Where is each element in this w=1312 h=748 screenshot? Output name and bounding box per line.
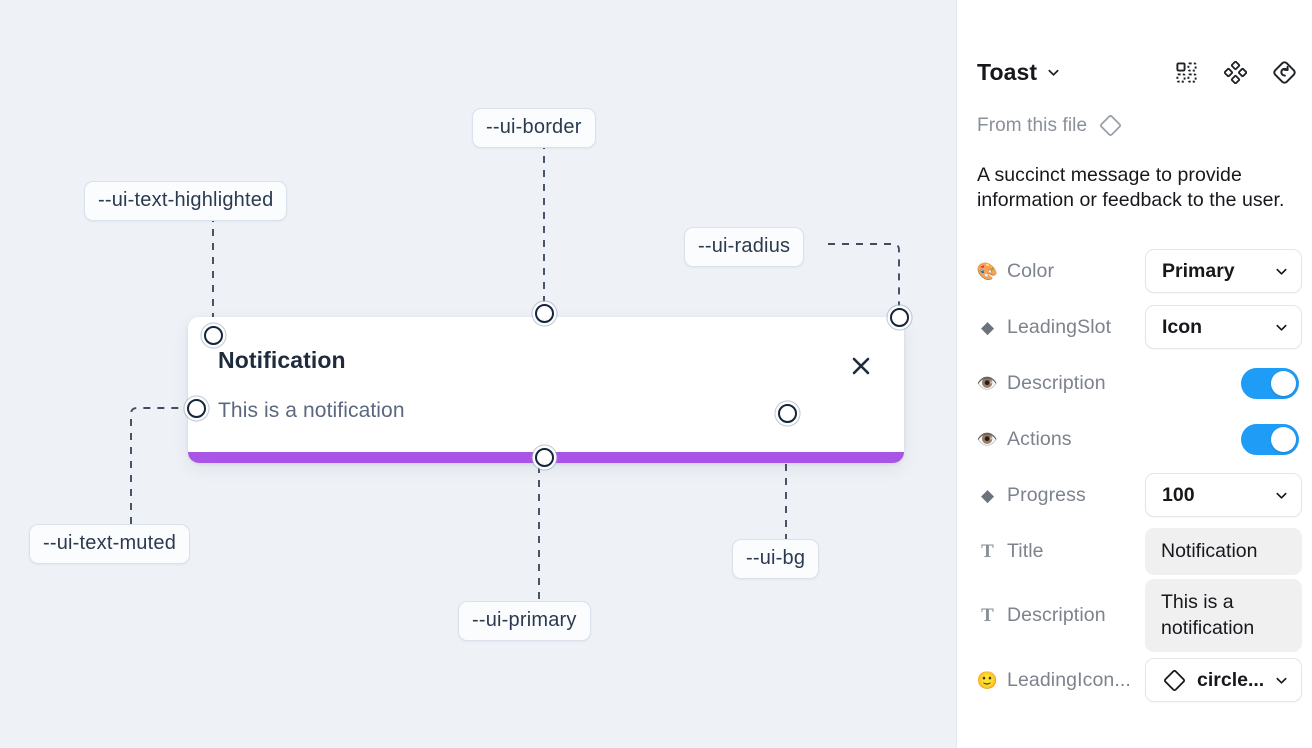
token-chip-ui-radius[interactable]: --ui-radius [684, 227, 805, 267]
property-label-title: T Title [977, 540, 1145, 563]
handle-ui-radius[interactable] [890, 308, 909, 327]
property-row-leadingslot: ◆ LeadingSlot Icon [957, 299, 1312, 355]
connector-ui-text-muted [130, 407, 187, 524]
chevron-down-icon [1266, 488, 1289, 503]
property-label-description-text: T Description [977, 604, 1145, 627]
property-name: LeadingIcon... [1007, 668, 1131, 691]
component-selector[interactable]: Toast [977, 59, 1061, 86]
property-row-progress: ◆ Progress 100 [957, 467, 1312, 523]
eye-emoji-icon: 👁️ [976, 373, 999, 393]
panel-header-actions [1173, 59, 1297, 85]
property-name: LeadingSlot [1007, 315, 1112, 338]
title-input[interactable]: Notification [1145, 527, 1302, 575]
title-input-value: Notification [1161, 539, 1258, 562]
property-row-description-text: T Description This is a notification [957, 579, 1312, 652]
component-description: A succinct message to provide informatio… [977, 164, 1285, 211]
token-chip-ui-primary[interactable]: --ui-primary [458, 601, 591, 641]
property-row-description-toggle: 👁️ Description [957, 355, 1312, 411]
toast-description: This is a notification [218, 399, 405, 422]
handle-ui-text-muted[interactable] [187, 399, 206, 418]
property-row-actions-toggle: 👁️ Actions [957, 411, 1312, 467]
from-this-file-label: From this file [977, 114, 1088, 136]
property-name: Progress [1007, 483, 1086, 506]
property-name: Title [1007, 539, 1044, 562]
close-x-icon[interactable] [848, 353, 874, 379]
leadingslot-select-value: Icon [1162, 315, 1203, 338]
property-label-leadingslot: ◆ LeadingSlot [977, 316, 1145, 339]
toast-component-preview[interactable]: Notification This is a notification [188, 317, 904, 463]
eye-emoji-icon: 👁️ [976, 429, 999, 449]
panel-title: Toast [977, 58, 1038, 85]
leadingicon-select-value: circle... [1197, 668, 1265, 691]
property-control: Notification [1145, 527, 1302, 575]
toast-title: Notification [218, 347, 346, 373]
component-set-icon[interactable] [1222, 59, 1248, 85]
property-control: 100 [1145, 473, 1302, 517]
toggle-knob [1271, 370, 1296, 396]
component-grid-icon[interactable] [1173, 59, 1199, 85]
token-chip-ui-bg[interactable]: --ui-bg [732, 539, 820, 579]
property-list: 🎨 Color Primary ◆ LeadingSlot [957, 243, 1312, 708]
token-chip-ui-text-muted[interactable]: --ui-text-muted [29, 524, 191, 564]
properties-panel: Toast [956, 0, 1312, 748]
handle-ui-text-highlighted[interactable] [204, 326, 223, 345]
chevron-down-icon [1266, 264, 1289, 279]
property-name: Description [1007, 371, 1106, 394]
chevron-down-icon [1266, 673, 1289, 688]
property-control: Icon [1145, 305, 1302, 349]
property-label-color: 🎨 Color [977, 260, 1145, 283]
property-label-actions: 👁️ Actions [977, 428, 1145, 451]
diamond-component-icon [1098, 113, 1123, 138]
diamond-icon: ◆ [980, 317, 995, 337]
text-type-icon: T [981, 540, 994, 562]
property-control [1241, 423, 1299, 455]
property-label-leadingicon: 🙂 LeadingIcon... [977, 669, 1145, 692]
diamond-icon: ◆ [980, 485, 995, 505]
toggle-knob [1271, 426, 1296, 452]
chevron-down-icon[interactable] [1046, 65, 1061, 80]
actions-toggle[interactable] [1241, 423, 1299, 455]
property-control: This is a notification [1145, 579, 1302, 652]
property-row-leadingicon: 🙂 LeadingIcon... circle... [957, 652, 1312, 708]
property-name: Color [1007, 259, 1055, 282]
property-name: Actions [1007, 427, 1072, 450]
token-chip-ui-border[interactable]: --ui-border [472, 108, 596, 148]
progress-select[interactable]: 100 [1145, 473, 1302, 517]
property-control: circle... [1145, 658, 1302, 702]
color-select-value: Primary [1162, 259, 1235, 282]
handle-ui-border[interactable] [535, 304, 554, 323]
token-chip-ui-text-highlighted[interactable]: --ui-text-highlighted [84, 181, 288, 221]
property-name: Description [1007, 604, 1106, 626]
leadingicon-select[interactable]: circle... [1145, 658, 1302, 702]
diamond-component-icon [1162, 668, 1187, 693]
description-input-value: This is a notification [1161, 591, 1255, 639]
property-row-color: 🎨 Color Primary [957, 243, 1312, 299]
property-row-title: T Title Notification [957, 523, 1312, 579]
description-input[interactable]: This is a notification [1145, 579, 1302, 652]
handle-ui-bg[interactable] [778, 404, 797, 423]
reset-instance-icon[interactable] [1271, 59, 1297, 85]
leadingslot-select[interactable]: Icon [1145, 305, 1302, 349]
property-label-description: 👁️ Description [977, 372, 1145, 395]
from-this-file-row[interactable]: From this file [977, 113, 1123, 138]
description-toggle[interactable] [1241, 367, 1299, 399]
property-label-progress: ◆ Progress [977, 484, 1145, 507]
palette-emoji-icon: 🎨 [976, 261, 999, 281]
progress-select-value: 100 [1162, 483, 1195, 506]
chevron-down-icon [1266, 320, 1289, 335]
property-control: Primary [1145, 249, 1302, 293]
handle-ui-primary[interactable] [535, 448, 554, 467]
panel-header: Toast [977, 50, 1297, 94]
connector-ui-radius [828, 243, 900, 308]
text-type-icon: T [981, 605, 994, 626]
color-select[interactable]: Primary [1145, 249, 1302, 293]
smiley-emoji-icon: 🙂 [976, 670, 999, 690]
property-control [1241, 367, 1299, 399]
design-canvas[interactable]: Notification This is a notification --ui… [0, 0, 956, 748]
